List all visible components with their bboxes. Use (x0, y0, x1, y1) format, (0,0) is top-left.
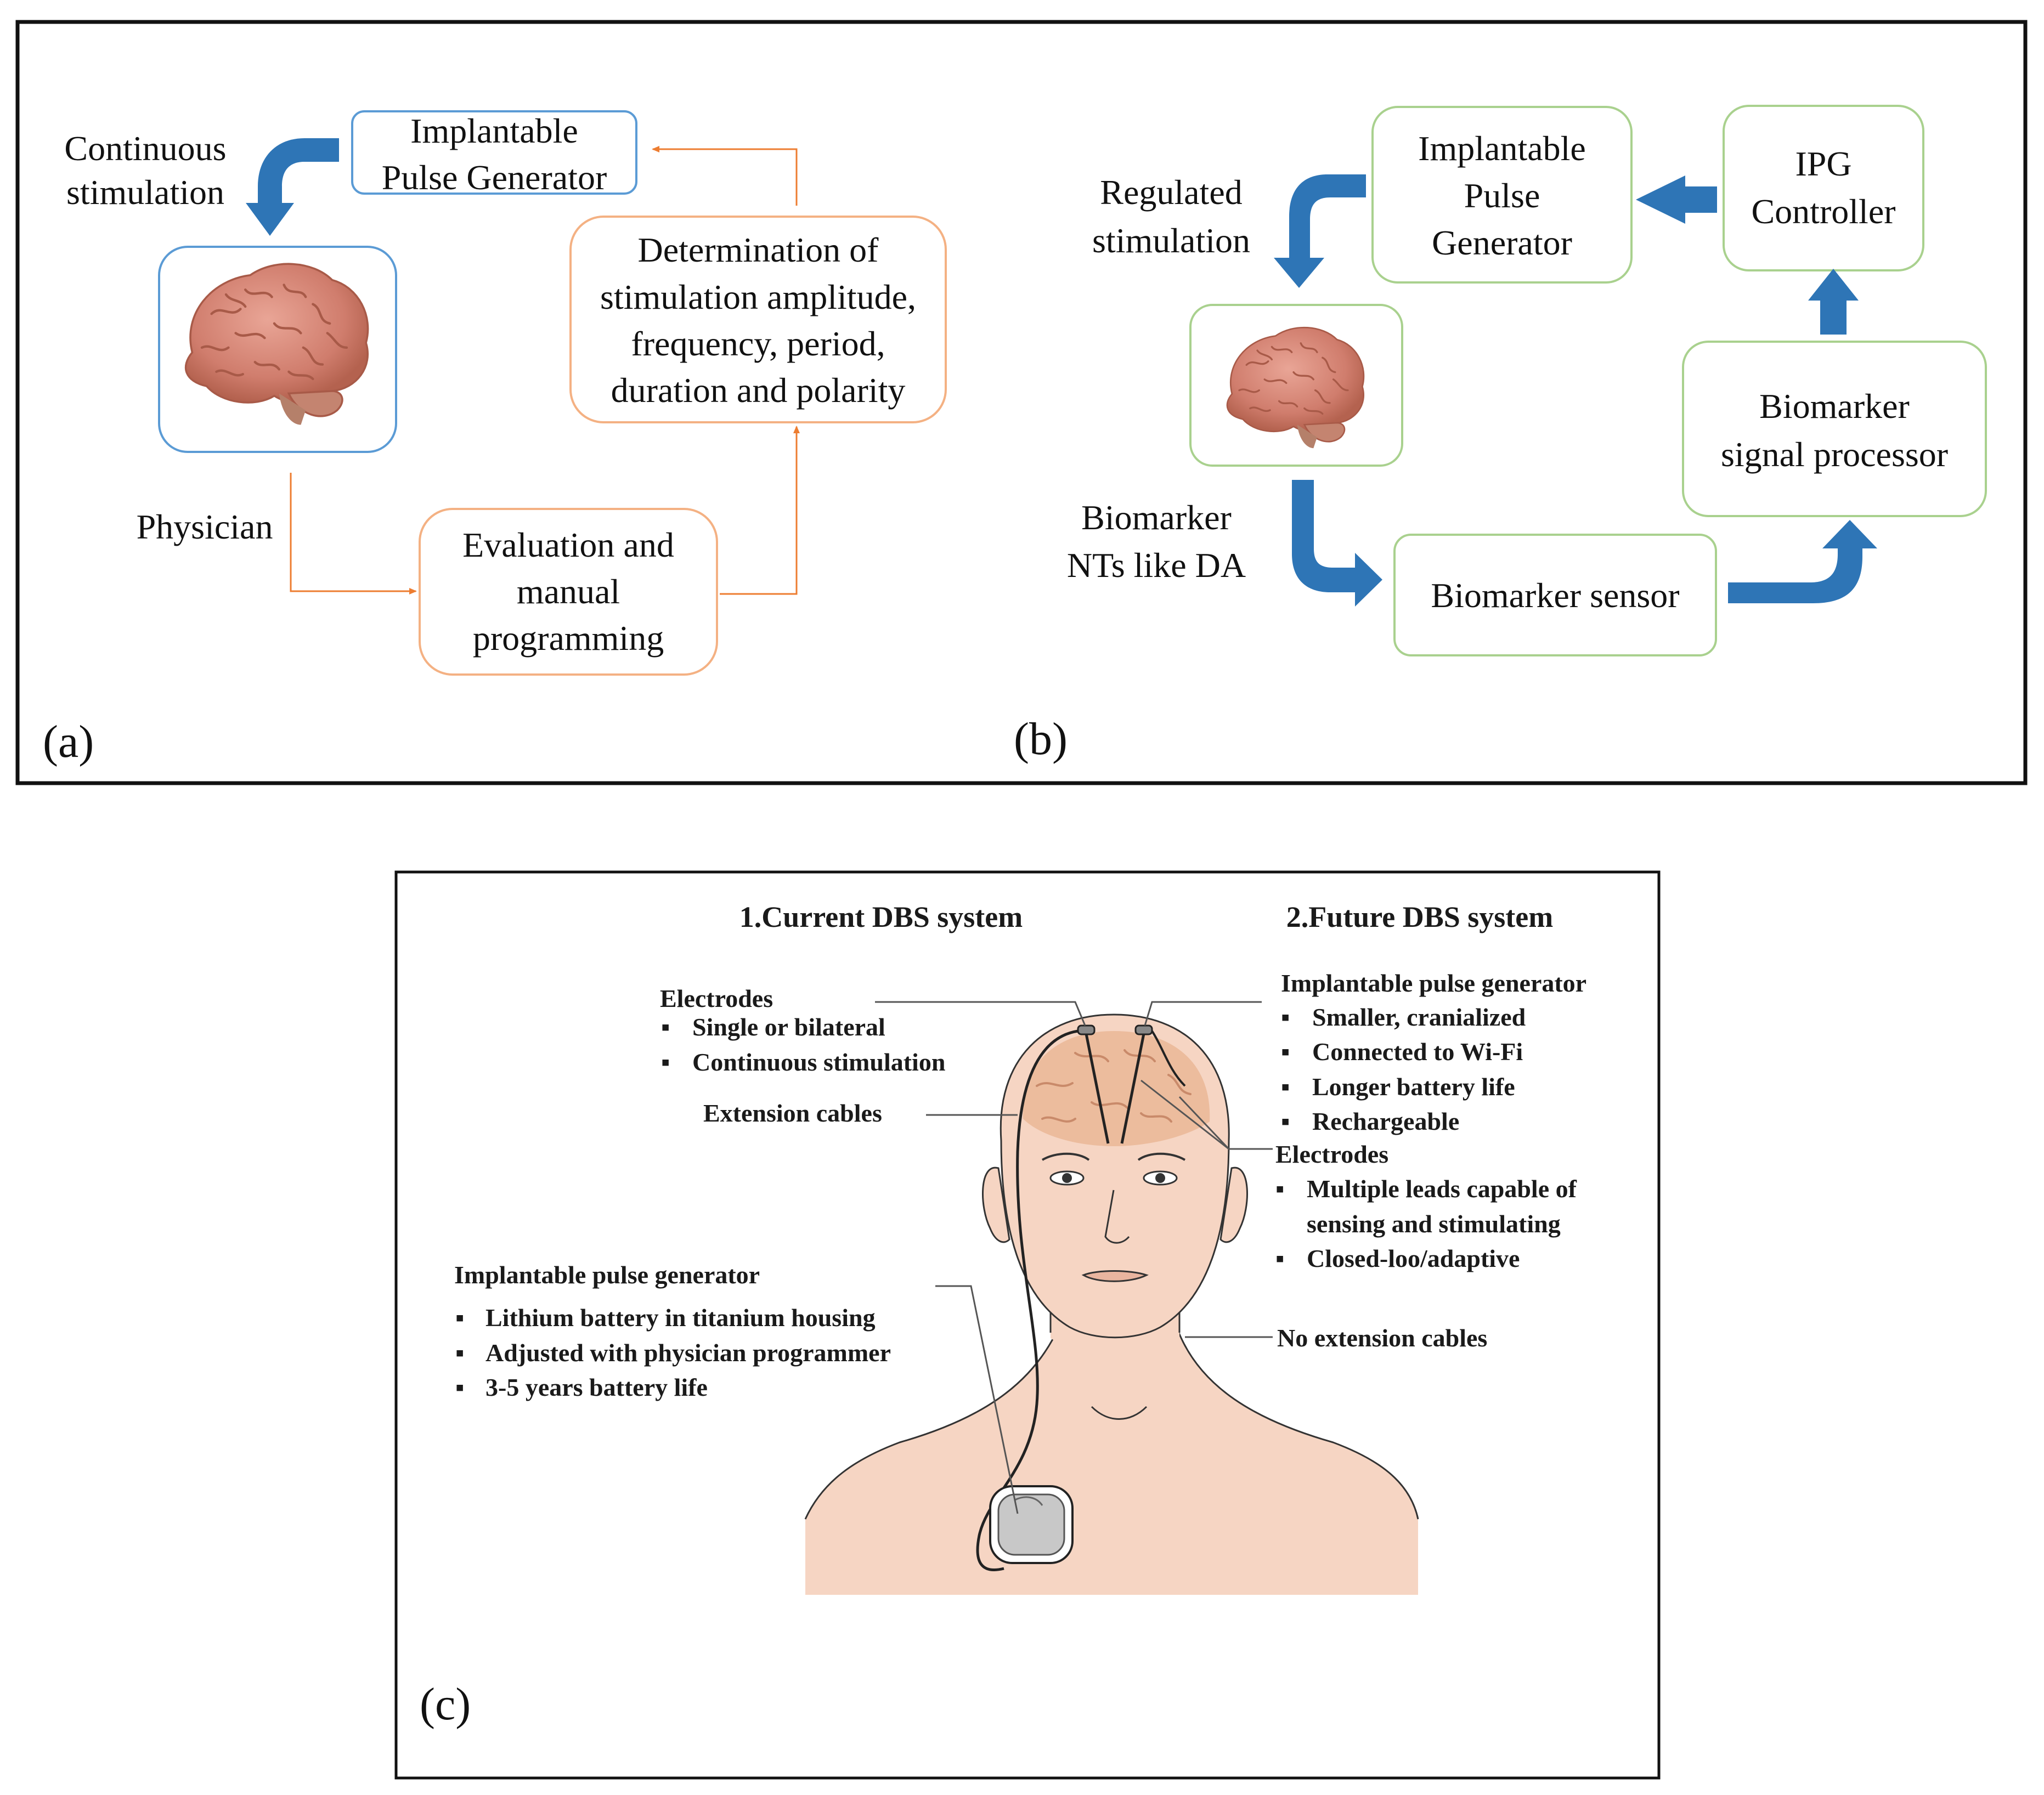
c-bullet: ▪ (661, 1048, 670, 1076)
c-pointer-ipg-right (1144, 1001, 1262, 1026)
c-ipg-right-item3: Longer battery life (1312, 1073, 1515, 1101)
a-continuous-line1: Continuous (64, 129, 226, 168)
c-pointer-electrodes-right (1140, 1079, 1273, 1150)
a-line-determination-to-ipg (652, 146, 798, 206)
b-nts-line1: Biomarker (1081, 498, 1232, 537)
a-ipg-line1: Implantable (410, 111, 578, 150)
a-determination-line1: Determination of (638, 230, 879, 269)
b-controller-box (1723, 105, 1924, 271)
c-bullet: ▪ (1281, 1038, 1290, 1066)
panel-c-letter: (c) (420, 1679, 471, 1730)
b-sensor-label: Biomarker sensor (1431, 576, 1679, 615)
c-ipg-left-item2: Adjusted with physician programmer (485, 1339, 891, 1367)
b-arrow-controller-to-ipg (1636, 175, 1717, 224)
b-regulated-line1: Regulated (1100, 173, 1242, 212)
a-evaluation-line3: programming (473, 619, 664, 658)
a-blue-arrow-body (246, 138, 339, 236)
b-ipg-line2: Pulse (1464, 176, 1540, 215)
c-bullet: ▪ (661, 1013, 670, 1041)
panel-b-letter: (b) (1014, 714, 1068, 765)
c-electrodes-right-item1: Multiple leads capable of (1307, 1175, 1577, 1203)
b-arrow-processor-to-controller (1808, 269, 1859, 335)
a-continuous-line2: stimulation (66, 173, 224, 212)
c-pointer-ipg-left (935, 1285, 1019, 1514)
a-determination-line3: frequency, period, (631, 324, 885, 363)
a-physician-label: Physician (137, 507, 273, 546)
a-determination-line4: duration and polarity (611, 371, 906, 410)
b-controller-line1: IPG (1795, 144, 1851, 183)
b-processor-line2: signal processor (1721, 435, 1948, 474)
b-ipg-line3: Generator (1432, 223, 1572, 262)
panel-ab-frame (15, 20, 2028, 785)
c-bullet: ▪ (1281, 1003, 1290, 1031)
b-nts-line2: NTs like DA (1067, 546, 1246, 585)
a-determination-box (569, 216, 947, 423)
c-electrodes-left-title: Electrodes (660, 984, 773, 1012)
c-electrodes-right-item3: Closed-loo/adaptive (1307, 1244, 1520, 1272)
c-bullet: ▪ (455, 1304, 464, 1332)
a-ipg-box (351, 110, 637, 195)
a-determination-line2: stimulation amplitude, (600, 278, 916, 316)
c-ipg-left-item1: Lithium battery in titanium housing (485, 1304, 876, 1332)
c-ipg-left-item3: 3-5 years battery life (485, 1373, 708, 1401)
c-electrodes-left-item2: Continuous stimulation (692, 1048, 945, 1076)
b-arrow-brain-to-sensor (1292, 480, 1382, 607)
c-pointer-electrodes-left (875, 1001, 1086, 1026)
b-ipg-line1: Implantable (1418, 129, 1586, 168)
a-evaluation-box (419, 508, 718, 676)
panel-a: Implantable Pulse Generator Continuous s… (43, 110, 947, 767)
b-processor-box (1682, 341, 1987, 517)
c-bullet: ▪ (1275, 1244, 1284, 1272)
c-bullet: ▪ (1275, 1175, 1284, 1203)
c-electrodes-right-item2: sensing and stimulating (1307, 1210, 1561, 1238)
c-ipg-right-item1: Smaller, cranialized (1312, 1003, 1526, 1031)
c-electrodes-left-item1: Single or bilateral (692, 1013, 885, 1041)
a-evaluation-line2: manual (517, 572, 620, 611)
c-current-title: 1.Current DBS system (739, 901, 1023, 933)
panel-b: Regulated stimulation Implantable Pulse … (1014, 105, 1987, 765)
a-evaluation-line1: Evaluation and (462, 525, 674, 564)
panel-a-letter: (a) (43, 716, 94, 767)
panel-c-frame (394, 870, 1661, 1780)
b-arrow-ipg-to-brain (1274, 174, 1366, 288)
head-illustration (804, 1013, 1419, 1595)
c-bullet: ▪ (455, 1339, 464, 1367)
c-bullet: ▪ (455, 1373, 464, 1401)
c-ipg-right-item2: Connected to Wi-Fi (1312, 1038, 1523, 1066)
c-ipg-right-item4: Rechargeable (1312, 1107, 1459, 1135)
b-controller-line2: Controller (1751, 192, 1895, 231)
c-electrodes-right-title: Electrodes (1275, 1140, 1388, 1168)
c-bullet: ▪ (1281, 1073, 1290, 1101)
b-sensor-box (1393, 534, 1717, 656)
c-future-title: 2.Future DBS system (1286, 901, 1554, 933)
panel-c: 1.Current DBS system 2.Future DBS system (420, 901, 1586, 1730)
c-bullet: ▪ (1281, 1107, 1290, 1135)
b-regulated-line2: stimulation (1092, 221, 1250, 260)
a-line-brain-to-eval (290, 473, 417, 594)
b-ipg-box (1371, 106, 1633, 284)
a-ipg-line2: Pulse Generator (382, 158, 607, 197)
b-processor-line1: Biomarker (1759, 387, 1910, 426)
c-ipg-left-title: Implantable pulse generator (454, 1261, 760, 1289)
a-line-eval-to-determination (720, 426, 800, 595)
c-extension-cables: Extension cables (703, 1099, 882, 1127)
c-no-cables: No extension cables (1277, 1324, 1487, 1352)
c-ipg-right-title: Implantable pulse generator (1281, 969, 1586, 997)
b-arrow-sensor-to-processor (1728, 520, 1877, 603)
